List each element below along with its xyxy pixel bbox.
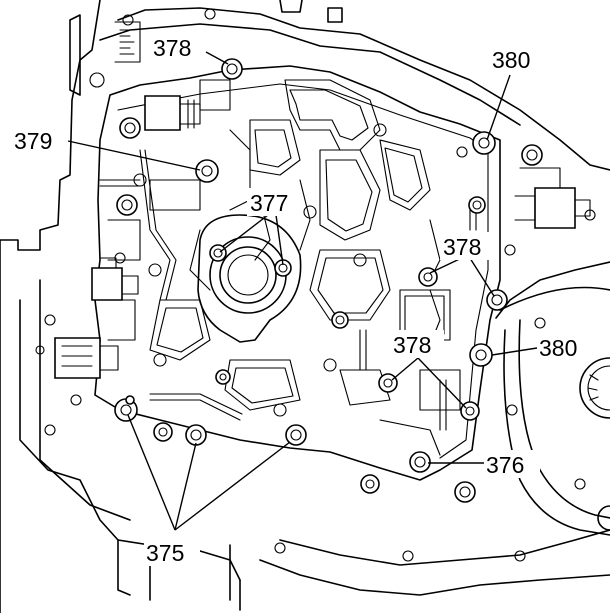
leader-378-top	[205, 51, 229, 65]
solenoid-right	[514, 167, 591, 229]
callout-380-top: 380	[492, 47, 530, 73]
callout-376: 376	[486, 452, 524, 478]
leader-378-mid-right	[467, 254, 495, 297]
leader-375-c	[174, 441, 291, 531]
leader-380-top	[486, 74, 511, 141]
leader-lines	[67, 51, 538, 531]
solenoid-lower-left	[54, 337, 119, 379]
leader-380-right	[491, 347, 538, 356]
bolt-heads	[70, 58, 543, 503]
leader-378-low-right	[417, 357, 467, 409]
central-housing	[197, 214, 302, 343]
callout-378-mid: 378	[443, 234, 481, 260]
fluid-passages	[99, 79, 477, 456]
solenoid-upper-left	[144, 95, 201, 131]
callout-379: 379	[14, 128, 52, 154]
leader-379	[67, 140, 201, 171]
callout-377: 377	[250, 190, 288, 216]
leader-377-left	[219, 214, 269, 253]
callout-labels: 378 379 380 377 378 378 380 376 375	[12, 33, 593, 566]
leader-375-b	[174, 442, 197, 531]
leader-375-a	[127, 414, 176, 531]
callout-375: 375	[146, 540, 184, 566]
leader-377-right	[275, 214, 284, 266]
differential-housing	[495, 261, 610, 536]
leader-378-low-left	[391, 357, 419, 381]
solenoid-mid-left	[91, 257, 139, 301]
callout-378-low: 378	[393, 332, 431, 358]
callout-378-top: 378	[153, 35, 191, 61]
callout-380-right: 380	[539, 335, 577, 361]
scale-marking	[114, 21, 141, 63]
